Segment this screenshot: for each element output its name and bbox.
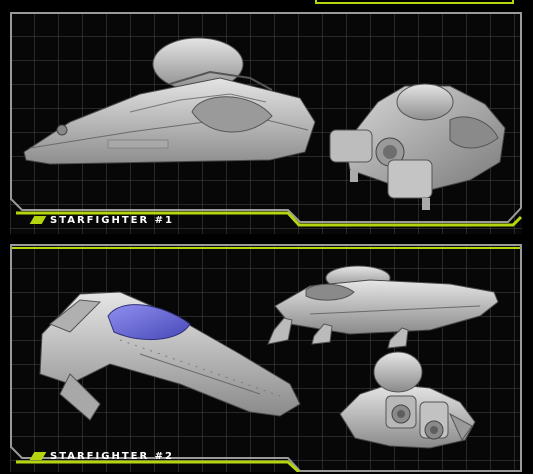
starfighter-2-side-view	[267, 265, 499, 349]
starfighter-2-caption-text: STARFIGHTER #2	[50, 451, 174, 462]
starfighter-1-side-view	[23, 37, 316, 165]
starfighter-2-render	[10, 244, 522, 472]
starfighter-2-rear-view	[339, 351, 476, 449]
previous-panel-edge	[0, 0, 533, 10]
starfighter-1-caption-text: STARFIGHTER #1	[50, 215, 174, 226]
starfighter-1-panel: STARFIGHTER #1	[10, 12, 522, 234]
starfighter-1-rear-view	[329, 83, 506, 210]
starfighter-1-caption: STARFIGHTER #1	[29, 215, 174, 226]
starfighter-2-caption: STARFIGHTER #2	[29, 451, 174, 462]
starfighter-2-panel: STARFIGHTER #2	[10, 244, 522, 472]
caption-chevron-icon	[29, 452, 47, 460]
starfighter-2-angled-view	[39, 291, 301, 421]
caption-chevron-icon	[29, 216, 47, 224]
starfighter-1-render	[10, 12, 522, 234]
